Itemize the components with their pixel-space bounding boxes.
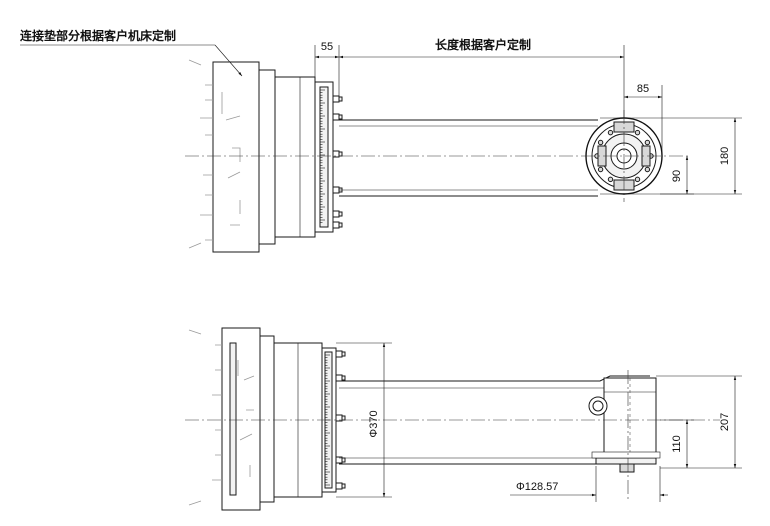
bottom-flange-pad xyxy=(188,327,275,511)
bottom-view: Φ370 207 110 Φ128.57 xyxy=(185,327,742,511)
disk-hole xyxy=(607,176,614,183)
dim-180-label: 180 xyxy=(719,147,731,165)
bolt-shank xyxy=(341,351,346,357)
dim-phi128-group: Φ128.57 xyxy=(510,466,668,502)
bolt-shank xyxy=(338,211,343,217)
dim-110-group: 110 xyxy=(660,419,694,468)
disk-hole xyxy=(597,139,604,146)
dim-207-group: 207 xyxy=(656,375,742,469)
dim-85-label: 85 xyxy=(637,83,649,95)
dim-110-label: 110 xyxy=(671,435,683,453)
bolt-head xyxy=(335,482,343,490)
dim-90-label: 90 xyxy=(671,170,683,182)
bolt-shank xyxy=(341,483,346,489)
dim-length-group: 长度根据客户定制 xyxy=(339,37,625,118)
bottom-bolts xyxy=(335,350,346,490)
dim-phi128-label: Φ128.57 xyxy=(516,481,558,493)
bolt-head xyxy=(332,113,340,121)
dim-phi370-group: Φ370 xyxy=(336,342,392,498)
disk-hole xyxy=(597,166,604,173)
bolt-shank xyxy=(341,375,346,381)
bolt-head xyxy=(332,221,340,229)
disk-hole xyxy=(607,129,614,136)
disk-hole xyxy=(644,166,651,173)
top-rotary-body xyxy=(274,76,334,238)
top-flange-pad xyxy=(188,59,276,253)
bolt-shank xyxy=(338,96,343,102)
bottom-arm xyxy=(339,375,661,473)
bolt-shank xyxy=(338,151,343,157)
bolt-shank xyxy=(338,114,343,120)
bottom-scale-ticks xyxy=(325,354,330,486)
bolt-head xyxy=(332,186,340,194)
note-flange-label: 连接垫部分根据客户机床定制 xyxy=(20,28,176,43)
top-bolts xyxy=(332,95,343,229)
bolt-shank xyxy=(341,457,346,463)
note-length-label: 长度根据客户定制 xyxy=(435,37,531,52)
note-flange-group: 连接垫部分根据客户机床定制 xyxy=(20,28,243,77)
dim-207-label: 207 xyxy=(719,413,731,431)
dim-55-label: 55 xyxy=(321,41,333,53)
bolt-head xyxy=(332,95,340,103)
bolt-head xyxy=(335,350,343,358)
bolt-shank xyxy=(338,222,343,228)
dim-90-group: 90 xyxy=(660,156,694,195)
bolt-head xyxy=(332,210,340,218)
dim-85-group: 85 xyxy=(624,83,663,156)
disk-hole xyxy=(634,129,641,136)
disk-hole xyxy=(634,176,641,183)
top-scale-ticks xyxy=(320,89,325,223)
top-view: 55 长度根据客户定制 85 180 90 xyxy=(20,28,742,253)
top-arm xyxy=(339,119,598,197)
bolt-shank xyxy=(341,415,346,421)
dim-phi370-label: Φ370 xyxy=(368,410,380,437)
dim-55-group: 55 xyxy=(314,41,340,100)
disk-hole xyxy=(644,139,651,146)
bolt-head xyxy=(335,374,343,382)
